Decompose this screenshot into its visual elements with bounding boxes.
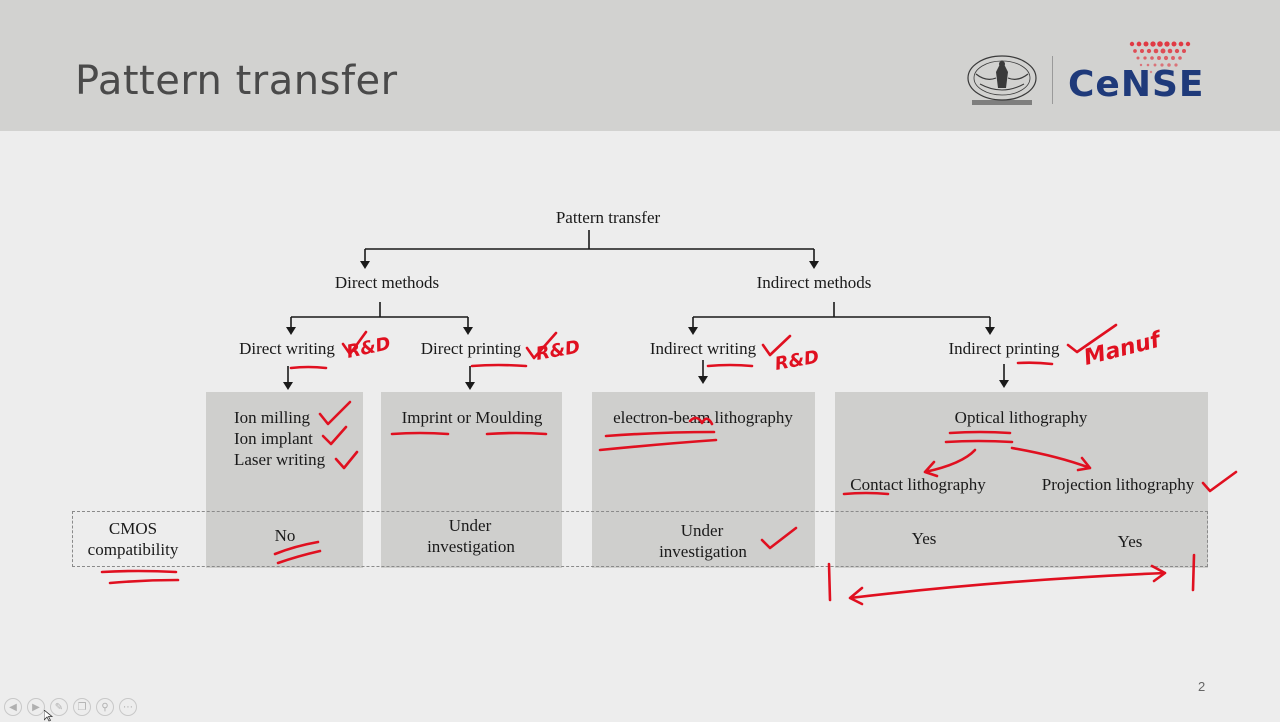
ion-implant-item: Ion implant [234,429,313,448]
ion-milling-item: Ion milling [234,408,311,427]
cmos-direct-printing-line1: Under [448,516,492,535]
page-number: 2 [1198,679,1206,694]
slide-title: Pattern transfer [75,58,398,104]
more-icon[interactable]: ⋯ [119,698,137,716]
indirect-methods-node: Indirect methods [756,273,872,292]
optical-lithography-item: Optical lithography [954,408,1088,427]
direct-printing-box [381,392,562,568]
root-node: Pattern transfer [555,208,661,227]
cmos-label-line1: CMOS [108,519,158,538]
cmos-label-line2: compatibility [87,540,179,559]
cmos-compatibility-band [72,511,1208,567]
laser-writing-item: Laser writing [234,450,326,469]
slide-header: Pattern transfer CeNSE [0,0,1280,131]
imprint-moulding-item: Imprint or Moulding [401,408,543,427]
cmos-direct-writing: No [274,526,296,545]
pen-icon[interactable]: ✎ [50,698,68,716]
logo-divider [1052,56,1053,104]
indirect-printing-box [835,392,1208,568]
iisc-emblem-icon [967,55,1037,105]
play-icon[interactable]: ▶ [27,698,45,716]
slideshow-controls: ◀ ▶ ✎ ❐ ⚲ ⋯ [4,698,137,716]
zoom-icon[interactable]: ⚲ [96,698,114,716]
indirect-writing-node: Indirect writing [649,339,757,358]
cense-logo: CeNSE [1068,64,1205,105]
direct-writing-node: Direct writing [239,339,335,358]
direct-methods-node: Direct methods [334,273,440,292]
cmos-indirect-writing-line1: Under [680,521,724,540]
copy-icon[interactable]: ❐ [73,698,91,716]
projection-lithography-item: Projection lithography [1041,475,1195,494]
cmos-indirect-writing-line2: investigation [659,542,747,561]
direct-printing-node: Direct printing [420,339,522,358]
ebeam-lithography-item: electron-beam lithography [613,408,793,427]
back-icon[interactable]: ◀ [4,698,22,716]
mouse-cursor-icon [44,710,54,722]
cmos-projection: Yes [1117,532,1143,551]
cense-dots-icon [1129,41,1191,74]
contact-lithography-item: Contact lithography [850,475,986,494]
cmos-direct-printing-line2: investigation [427,537,515,556]
cmos-contact: Yes [911,529,937,548]
indirect-printing-node: Indirect printing [948,339,1060,358]
